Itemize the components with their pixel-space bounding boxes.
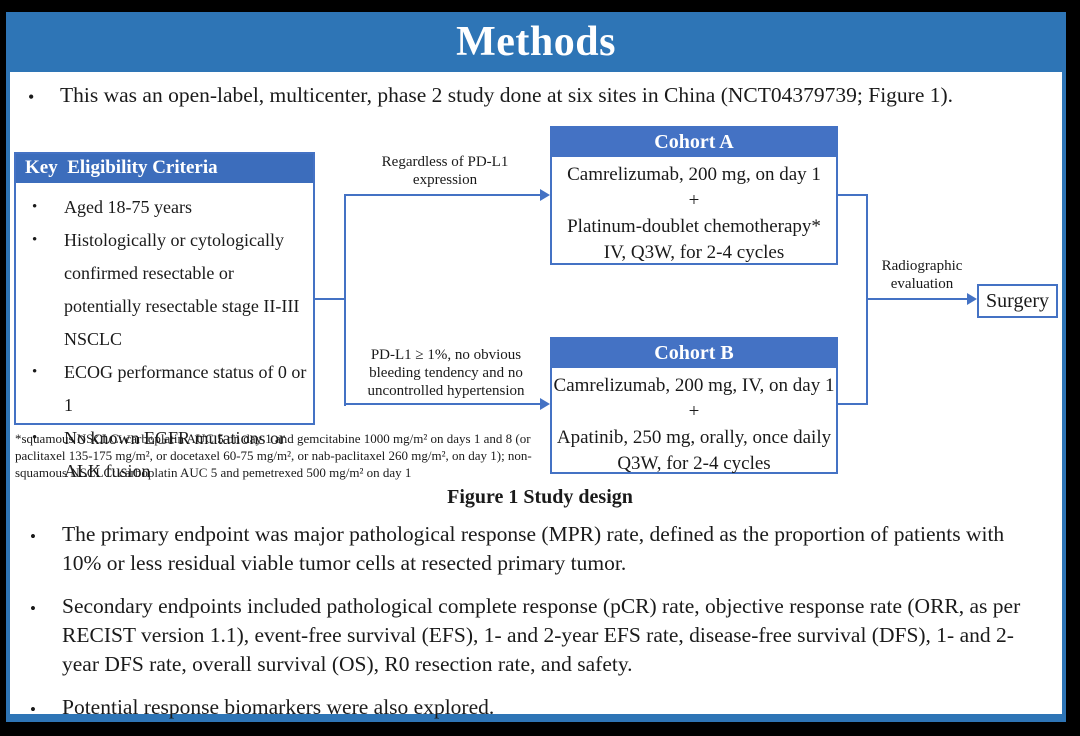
connector-to-cohort-b — [344, 403, 540, 405]
branch-label-cohort-b: PD-L1 ≥ 1%, no obvious bleeding tendency… — [367, 347, 525, 399]
bullet-primary-endpoint: • The primary endpoint was major patholo… — [28, 520, 1044, 578]
bullet-icon: • — [30, 599, 36, 618]
cohort-a-line: Platinum-doublet chemotherapy* — [567, 216, 821, 237]
arrowhead-cohort-b-icon — [540, 398, 550, 410]
cohort-b-body: Camrelizumab, 200 mg, IV, on day 1 + Apa… — [552, 368, 836, 477]
chemotherapy-footnote: *squamous NSCLC: carboplatin AUC 5 on da… — [15, 430, 575, 481]
intro-bullet: • This was an open-label, multicenter, p… — [28, 81, 1043, 111]
bullet-text: The primary endpoint was major pathologi… — [62, 522, 1005, 575]
bullet-icon: • — [30, 527, 36, 546]
eligibility-item-text: Histologically or cytologically confirme… — [64, 230, 300, 349]
eligibility-item-text: Aged 18-75 years — [64, 197, 192, 217]
figure-caption: Figure 1 Study design — [447, 486, 633, 508]
cohort-b-line: + — [688, 401, 700, 422]
surgery-box: Surgery — [977, 284, 1058, 318]
endpoint-bullets: • The primary endpoint was major patholo… — [28, 520, 1044, 736]
footnote-line: paclitaxel 135-175 mg/m², or docetaxel 6… — [15, 448, 532, 463]
cohort-a-body: Camrelizumab, 200 mg, on day 1 + Platinu… — [552, 157, 836, 266]
bullet-icon: • — [32, 232, 38, 248]
connector-from-cohort-a — [838, 194, 868, 196]
surgery-label: Surgery — [986, 289, 1049, 312]
eligibility-item-text: ECOG performance status of 0 or 1 — [64, 362, 307, 415]
cohort-a-header: Cohort A — [552, 128, 836, 157]
bullet-secondary-endpoints: • Secondary endpoints included pathologi… — [28, 592, 1044, 679]
title-band: Methods — [6, 12, 1066, 72]
bullet-icon: • — [30, 700, 36, 719]
cohort-a-line: Camrelizumab, 200 mg, on day 1 — [567, 164, 821, 185]
bullet-biomarkers: • Potential response biomarkers were als… — [28, 693, 1044, 722]
cohort-a-line: + — [688, 190, 700, 211]
connector-to-surgery — [866, 298, 967, 300]
arrowhead-surgery-icon — [967, 293, 977, 305]
arrowhead-cohort-a-icon — [540, 189, 550, 201]
eligibility-box-header: Key Eligibility Criteria — [16, 154, 313, 183]
bullet-text: Secondary endpoints included pathologica… — [62, 594, 1021, 676]
connector-eligibility-stub — [315, 298, 345, 300]
cohort-b-header: Cohort B — [552, 339, 836, 368]
eligibility-item: • ECOG performance status of 0 or 1 — [26, 356, 309, 422]
eligibility-item-text: No known EGFR mutations or ALK fusion — [64, 428, 286, 481]
cohort-a-box: Cohort A Camrelizumab, 200 mg, on day 1 … — [550, 126, 838, 265]
connector-from-cohort-b — [838, 403, 868, 405]
radiographic-evaluation-label: Radiographic evaluation — [881, 258, 963, 292]
bullet-icon: • — [28, 87, 35, 107]
bullet-icon: • — [32, 430, 38, 446]
cohort-b-box: Cohort B Camrelizumab, 200 mg, IV, on da… — [550, 337, 838, 474]
footnote-line: squamous NSCLC: carboplatin AUC 5 and pe… — [15, 465, 412, 480]
eligibility-box: Key Eligibility Criteria • Aged 18-75 ye… — [14, 152, 315, 481]
eligibility-item: • No known EGFR mutations or ALK fusion — [26, 422, 309, 488]
bullet-text: Potential response biomarkers were also … — [62, 695, 495, 719]
bullet-icon: • — [32, 364, 38, 380]
cohort-b-line: Q3W, for 2-4 cycles — [617, 453, 771, 474]
eligibility-item: • Histologically or cytologically confir… — [26, 224, 309, 356]
eligibility-box-body: • Aged 18-75 years • Histologically or c… — [16, 183, 313, 488]
bullet-icon: • — [32, 199, 38, 215]
cohort-a-line: IV, Q3W, for 2-4 cycles — [603, 242, 785, 263]
cohort-b-line: Camrelizumab, 200 mg, IV, on day 1 — [553, 375, 835, 396]
connector-split-vertical — [344, 194, 346, 406]
branch-label-cohort-a: Regardless of PD-L1 expression — [381, 154, 509, 188]
intro-bullet-text: This was an open-label, multicenter, pha… — [60, 83, 954, 107]
eligibility-item: • Aged 18-75 years — [26, 191, 309, 224]
footnote-line: *squamous NSCLC: carboplatin AUC 5 on da… — [15, 431, 531, 446]
connector-to-cohort-a — [344, 194, 540, 196]
page-title: Methods — [456, 19, 616, 65]
cohort-b-line: Apatinib, 250 mg, orally, once daily — [556, 427, 832, 448]
